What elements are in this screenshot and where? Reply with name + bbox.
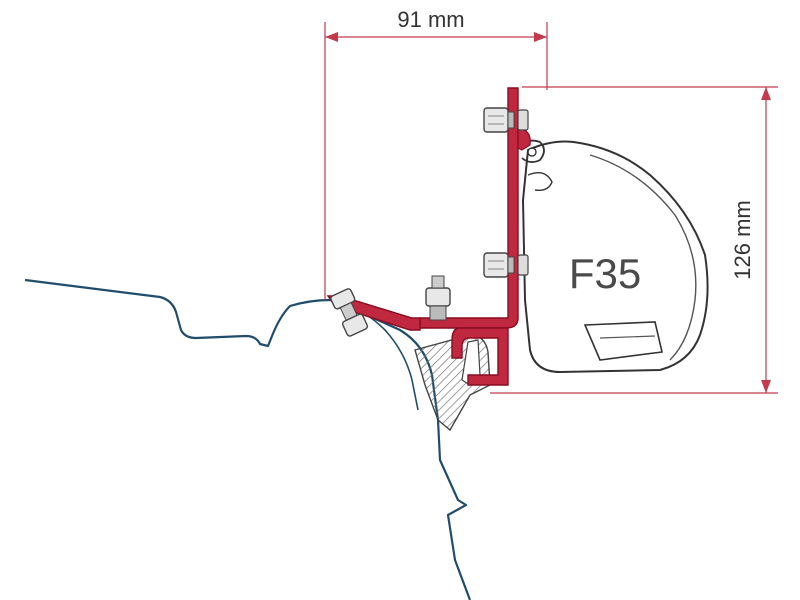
vehicle-roof-profile xyxy=(24,278,472,600)
bolt-upper xyxy=(483,107,529,133)
bracket-upper-lip xyxy=(517,127,531,151)
awning-hook-pin xyxy=(527,147,537,157)
height-dimension-label: 126 mm xyxy=(730,200,755,279)
awning-handle-slot-inner xyxy=(599,335,656,339)
bracket-lower-hook xyxy=(451,327,509,386)
awning-front-curl xyxy=(527,172,553,192)
bolt-roof-clamp xyxy=(330,288,369,337)
bolt-middle xyxy=(483,252,529,278)
awning-model-label: F35 xyxy=(569,250,641,297)
width-dimension: 91 mm xyxy=(324,7,548,300)
height-dimension: 126 mm xyxy=(490,86,778,394)
awning-handle-slot xyxy=(583,321,663,361)
bolt-plate xyxy=(425,275,451,321)
awning-housing-inner xyxy=(589,154,697,361)
width-dimension-label: 91 mm xyxy=(397,7,464,32)
